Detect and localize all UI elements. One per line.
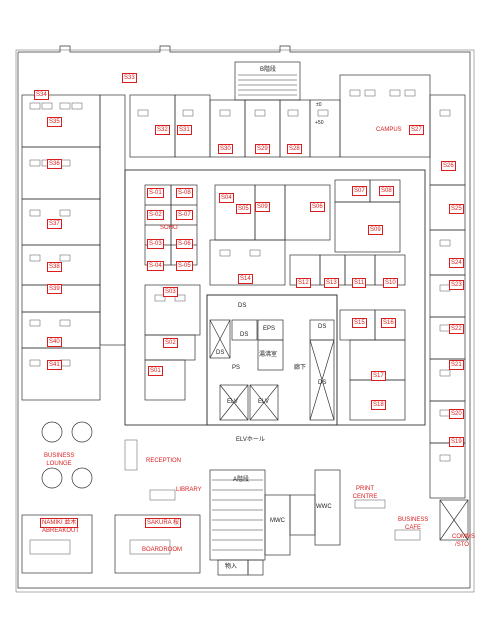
room-label-soho-s04: S-04 [147,261,164,271]
room-label-s01: S01 [148,366,163,376]
room-label-s22: S22 [449,324,464,334]
label-hot-water-room: 湯沸室 [259,352,278,358]
room-label-s15: S15 [352,318,367,328]
room-label-s12: S12 [296,278,311,288]
room-label-s17: S17 [371,371,386,381]
zone-label-namiki: NAMIKI 並木 [40,518,79,528]
room-label-soho-s01: S-01 [147,188,164,198]
room-label-s26: S26 [441,161,456,171]
room-label-s31: S31 [177,125,192,135]
room-label-s16: S16 [381,318,396,328]
room-label-s41: S41 [47,360,62,370]
lounge-furniture [41,421,93,489]
room-label-soho-s03: S-03 [147,239,164,249]
zone-label-boardroom: BOARDROOM [142,547,183,553]
label-ds-5: DS [318,380,327,386]
label-level-0: ±0 [316,102,322,108]
room-label-s29: S29 [255,144,270,154]
label-mwc: MWC [270,518,285,524]
room-label-s13: S13 [324,278,339,288]
room-label-s30: S30 [218,144,233,154]
label-ds-3: DS [216,350,225,356]
room-label-s10: S10 [383,278,398,288]
label-corridor: 廊下 [294,365,307,371]
room-label-s20: S20 [449,409,464,419]
room-label-s04: S04 [219,193,234,203]
label-elv-2: ELV [258,399,269,405]
room-label-soho-s05: S-05 [176,261,193,271]
room-label-s33: S33 [122,73,137,83]
room-label-s38: S38 [47,262,62,272]
label-elv-1: ELV [227,399,238,405]
zone-label-library: LIBRARY [176,487,202,493]
zone-label-soho: SOHO [160,225,178,231]
central-offices [144,179,406,421]
label-ds-4: DS [318,324,327,330]
service-core [206,294,338,426]
room-label-s37: S37 [47,219,62,229]
room-label-s23: S23 [449,280,464,290]
room-label-s09: S09 [255,202,270,212]
core-outline [124,169,426,426]
room-label-s02: S02 [163,338,178,348]
room-label-s11: S11 [352,278,367,288]
room-label-soho-s02: S-02 [147,210,164,220]
zone-label-business-cafe: BUSINESS CAFE [398,517,429,531]
room-label-s24: S24 [449,258,464,268]
zone-label-campus: CAMPUS [376,127,402,133]
room-label-s05: S05 [236,204,251,214]
zone-label-breakout: ABREAKOUT [42,528,80,534]
room-label-s36: S36 [47,159,62,169]
zone-label-print-centre: PRINT CENTRE [352,486,378,500]
room-label-s19: S19 [449,437,464,447]
right-office-column [429,94,466,499]
room-label-s03: S03 [163,287,178,297]
label-stair-a: A階段 [233,477,250,483]
label-ps: PS [232,365,241,371]
room-label-s18: S18 [371,400,386,410]
label-level-50: +50 [315,120,324,126]
room-label-soho-s07: S-07 [176,210,193,220]
label-storage: 物入 [225,564,238,570]
room-label-s06: S06 [310,202,325,212]
room-label-s35: S35 [47,117,62,127]
zone-label-comms: COMMS /STO [452,534,475,548]
outer-wall [17,52,470,589]
outer-wall-top [18,45,471,588]
room-label-s34: S34 [34,90,49,100]
room-label-s14: S14 [238,274,253,284]
room-label-s32: S32 [155,125,170,135]
room-label-s08: S08 [379,186,394,196]
zone-label-reception: RECEPTION [146,458,182,464]
label-wwc: WWC [316,504,332,510]
zone-label-sakura: SAKURA 桜 [145,518,182,528]
desk-furniture [29,89,451,555]
left-office-column [21,94,126,401]
label-elv-hall: ELVホール [236,437,265,443]
room-label-s40: S40 [47,337,62,347]
room-label-s09b: S09 [368,225,383,235]
top-office-row [129,74,431,158]
lower-zone [21,469,469,576]
room-label-soho-s08: S-08 [176,188,193,198]
label-stair-b: B階段 [260,67,277,73]
room-label-s27: S27 [409,125,424,135]
room-label-s25: S25 [449,204,464,214]
zone-label-business-lounge: BUSINESS LOUNGE [44,453,75,467]
room-label-soho-s06: S-06 [176,239,193,249]
label-eps: EPS [263,326,276,332]
room-label-s28: S28 [287,144,302,154]
room-label-s21: S21 [449,360,464,370]
room-label-s39: S39 [47,284,62,294]
room-label-s07: S07 [352,186,367,196]
label-ds-1: DS [238,303,247,309]
label-ds-2: DS [240,332,249,338]
